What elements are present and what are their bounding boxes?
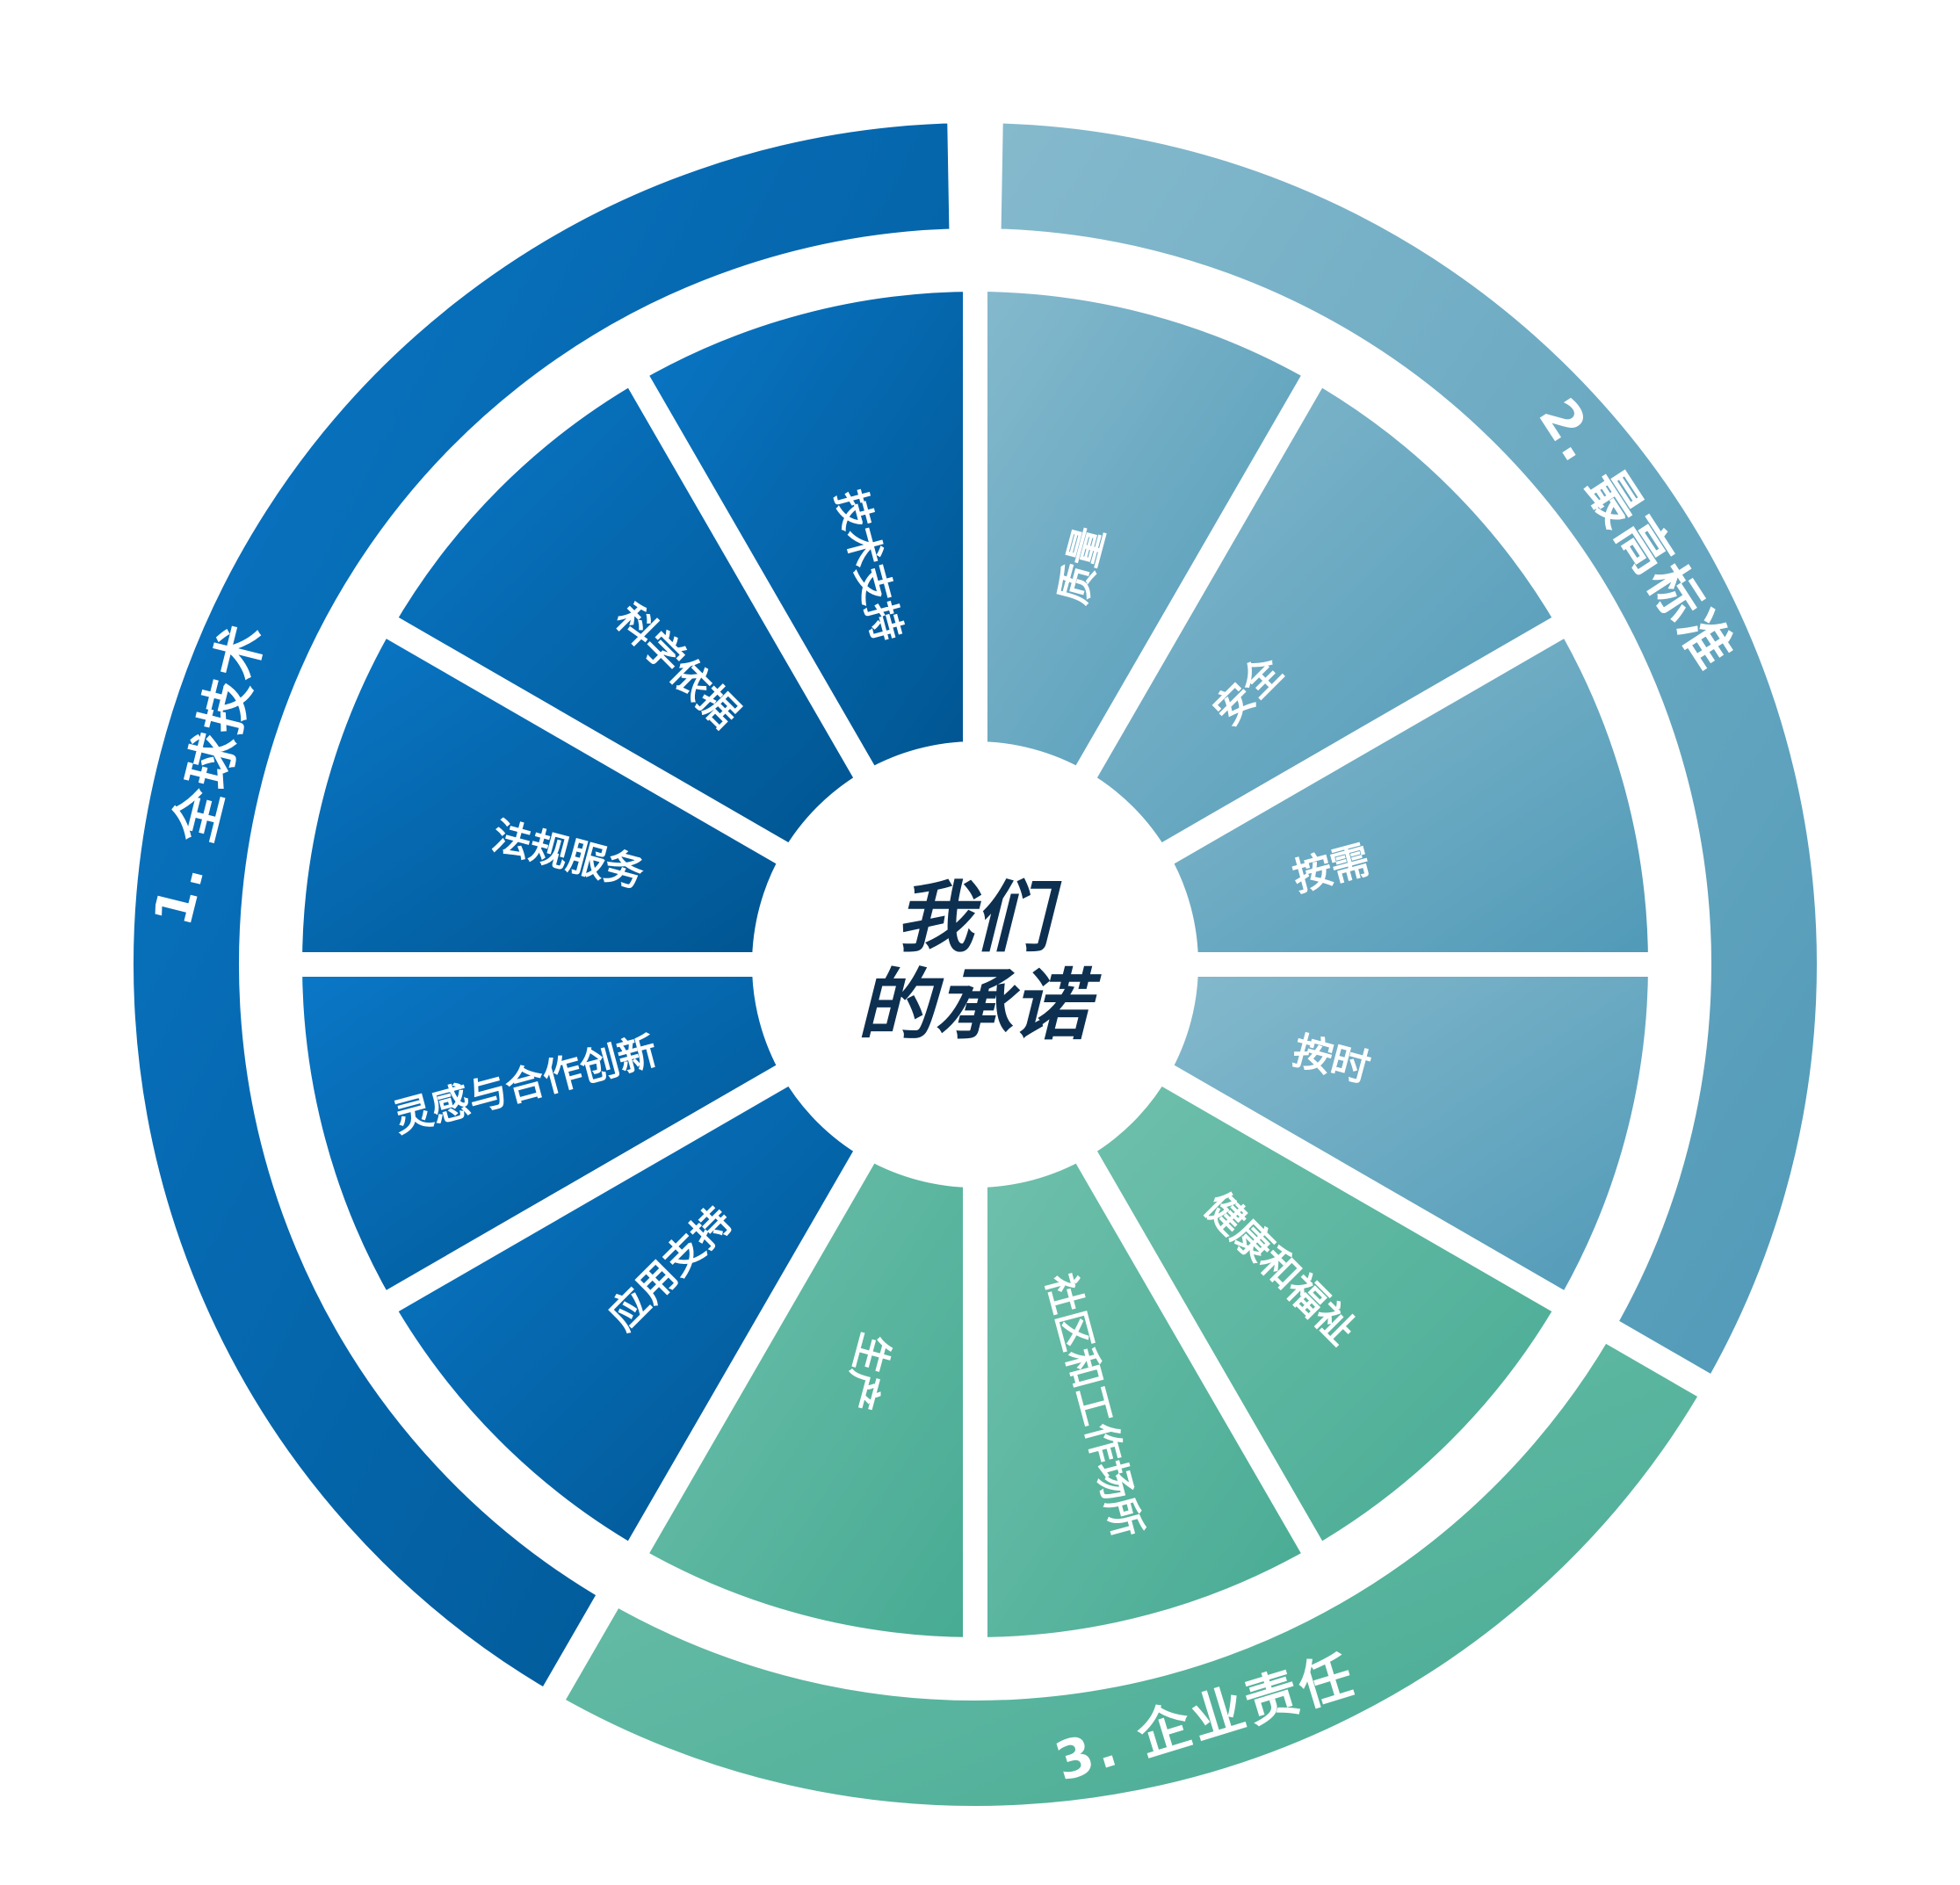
outer-ring bbox=[107, 96, 1843, 1832]
outer-ring-segment-3 bbox=[530, 1308, 1734, 1832]
inner-wheel bbox=[277, 266, 1674, 1663]
outer-ring-segment-1 bbox=[107, 96, 976, 1723]
center-hub bbox=[753, 742, 1197, 1187]
center-title-line1: 我们 bbox=[896, 872, 1062, 963]
outer-ring-segment-2 bbox=[974, 96, 1843, 1410]
center-title-line2: 的承诺 bbox=[857, 960, 1102, 1051]
